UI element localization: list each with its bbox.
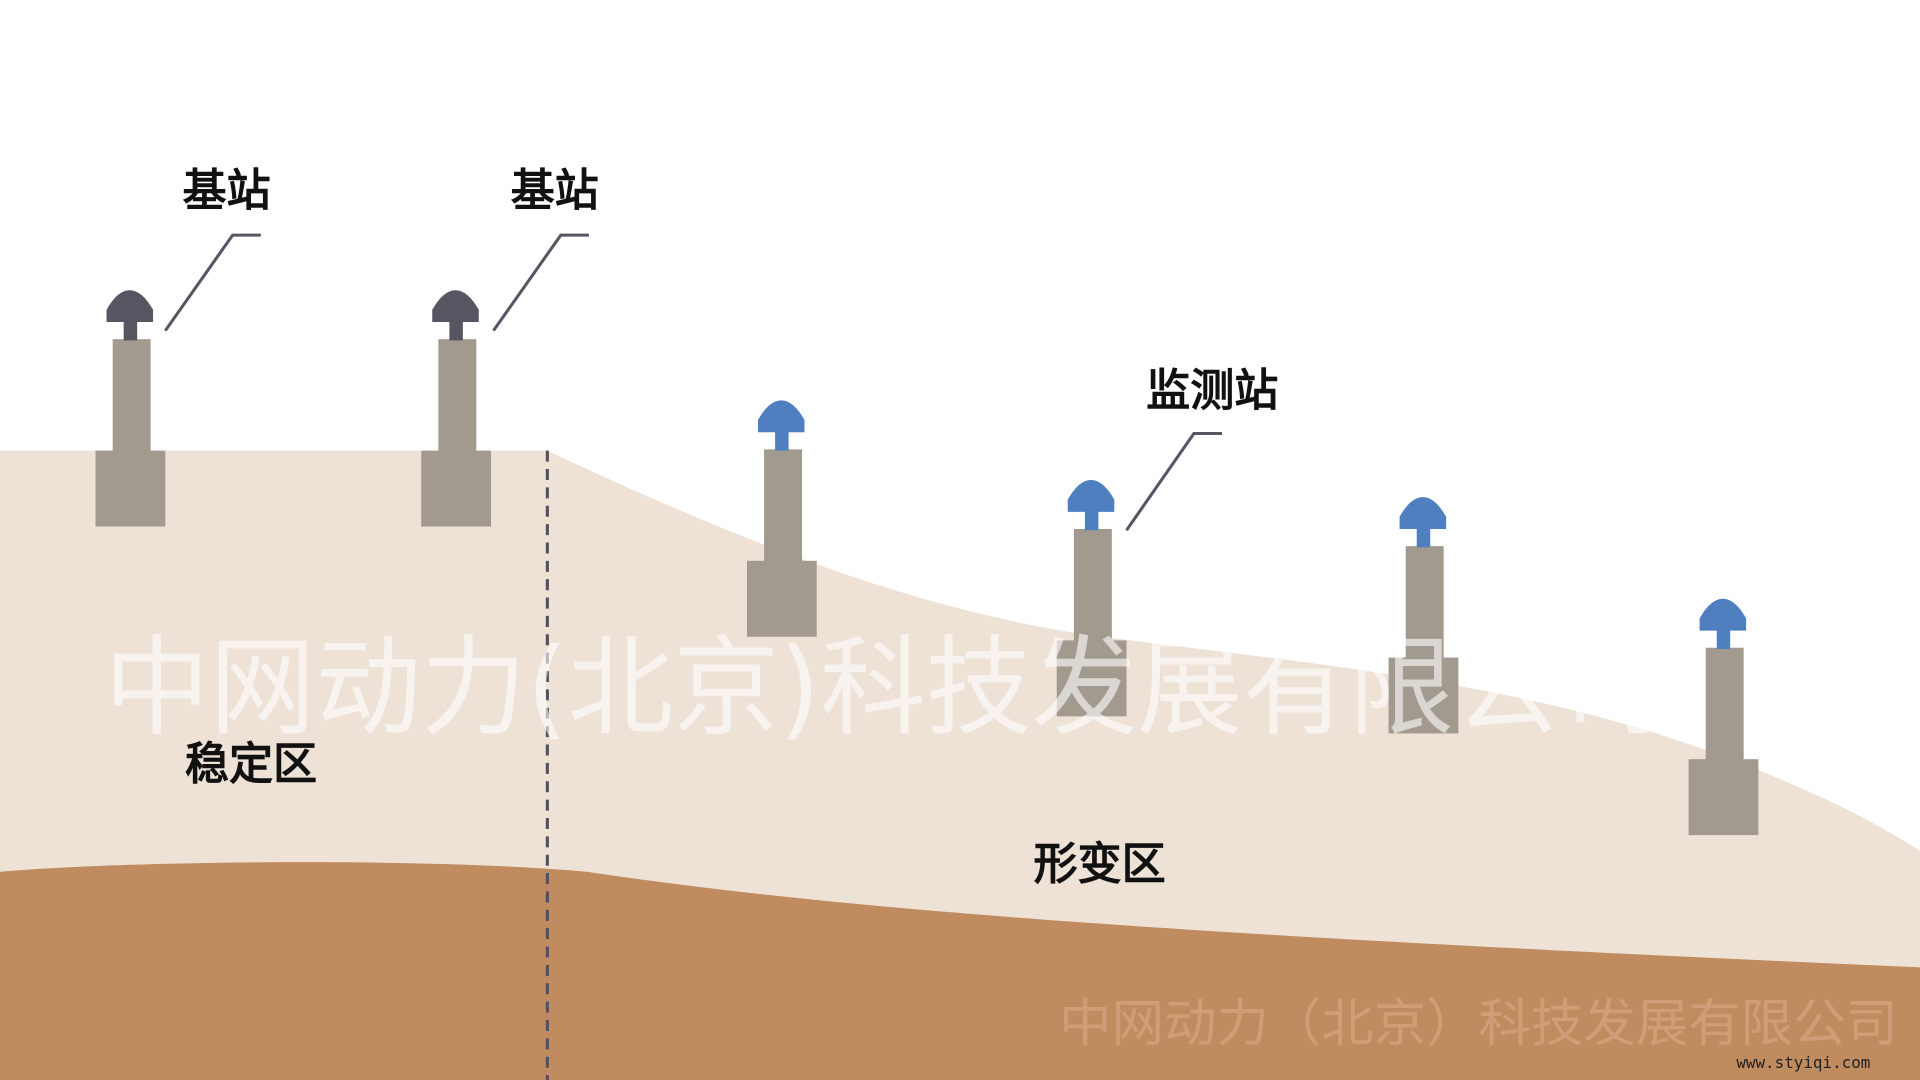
station-pole: [112, 339, 151, 452]
watermark-small: 中网动力（北京）科技发展有限公司: [1059, 994, 1898, 1054]
station-pole: [1705, 647, 1744, 761]
leader-line: [164, 233, 261, 332]
watermark-url: www.styiqi.com: [1736, 1053, 1870, 1072]
station-base: [1688, 759, 1759, 836]
antenna-icon: [432, 290, 479, 323]
station-pole: [438, 339, 477, 452]
monitoring-station: [746, 400, 817, 637]
station-base: [421, 450, 492, 527]
leader-line: [1125, 431, 1223, 532]
station-pole: [764, 449, 803, 563]
antenna-icon: [757, 400, 805, 433]
leader-lines: [164, 233, 1223, 532]
antenna-stem: [775, 429, 789, 451]
stable-zone-label: 稳定区: [185, 739, 317, 790]
antenna-icon: [106, 290, 154, 323]
antenna-icon: [1399, 497, 1447, 529]
antenna-stem: [449, 319, 463, 341]
monitoring-station: [1056, 480, 1127, 717]
monitoring-station-label: 监测站: [1146, 365, 1278, 416]
antenna-stem: [1716, 628, 1731, 649]
antenna-icon: [1067, 480, 1115, 512]
station-pole: [1073, 528, 1112, 642]
station-base: [95, 450, 166, 527]
monitoring-station: [1688, 598, 1759, 836]
base-station-label: 基站: [182, 166, 270, 217]
base-station-label: 基站: [511, 166, 599, 217]
monitoring-station: [1388, 497, 1459, 734]
leader-line: [492, 233, 589, 332]
base-station: [421, 290, 492, 527]
watermark-large: 中网动力(北京)科技发展有限公司: [104, 626, 1665, 751]
antenna-stem: [1084, 509, 1099, 531]
station-base: [746, 560, 817, 637]
station-base: [1388, 657, 1459, 734]
station-pole: [1405, 546, 1444, 659]
station-base: [1056, 640, 1127, 717]
deformation-zone-label: 形变区: [1033, 839, 1165, 890]
soil-layer: [0, 862, 1920, 1080]
antenna-stem: [123, 319, 138, 341]
antenna-icon: [1699, 598, 1747, 631]
antenna-stem: [1416, 526, 1431, 548]
base-station: [95, 290, 166, 527]
